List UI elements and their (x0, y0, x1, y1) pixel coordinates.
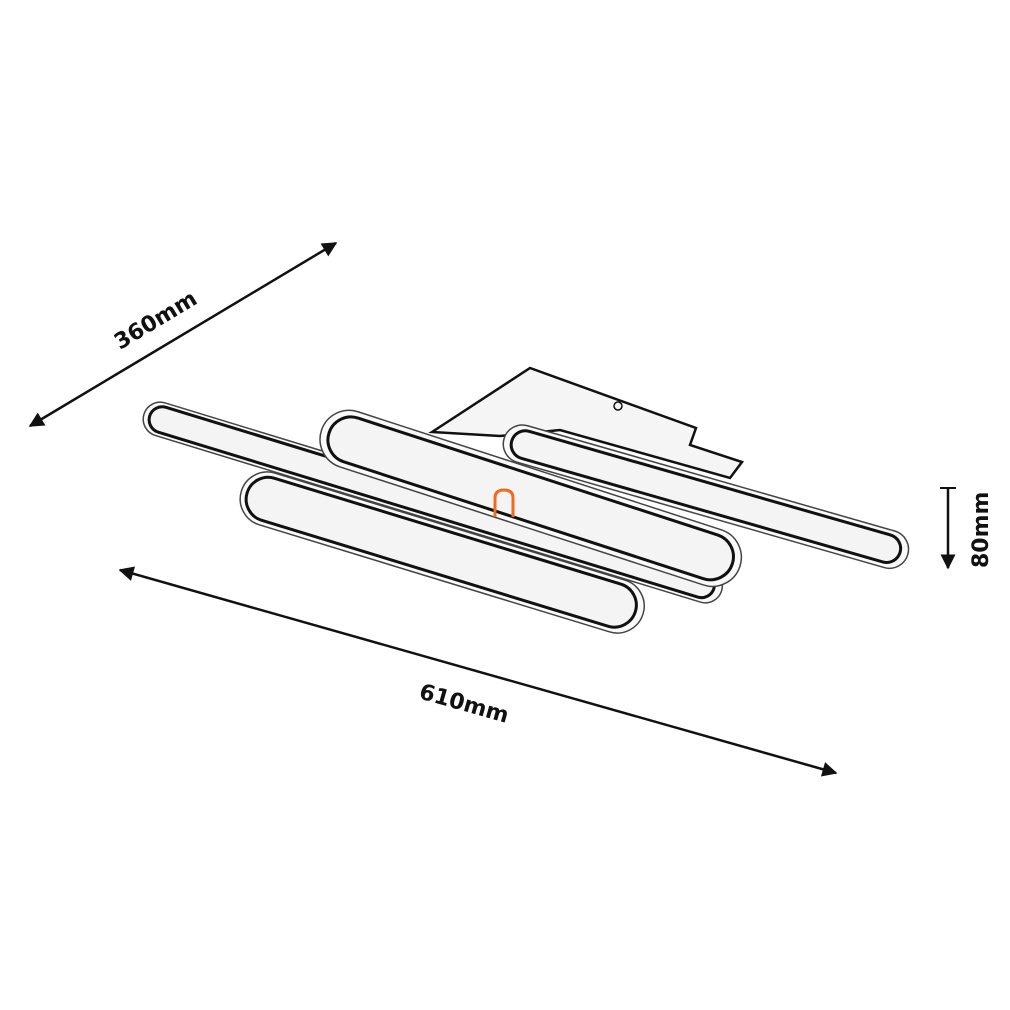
width-dimension-arrow (118, 566, 838, 777)
orange-arch-marker-icon (493, 488, 515, 517)
height-label: 80mm (969, 492, 994, 568)
depth-label: 360mm (110, 286, 202, 355)
light-bar-middle (326, 415, 735, 582)
width-label: 610mm (416, 680, 511, 729)
plate-screw-hole (613, 401, 623, 411)
depth-dimension-arrow (28, 241, 338, 428)
light-bar-front (244, 475, 638, 629)
light-bar-right (509, 429, 903, 564)
